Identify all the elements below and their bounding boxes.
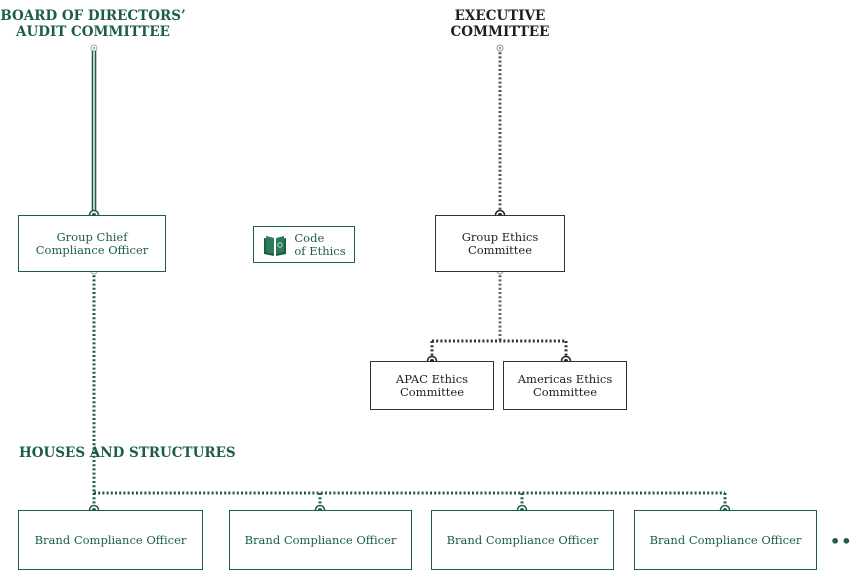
exec-heading-line2: COMMITTEE xyxy=(450,24,550,40)
americas-ethics-committee-box: Americas Ethics Committee xyxy=(503,361,627,410)
board-heading-line1: BOARD OF DIRECTORS’ xyxy=(0,8,186,24)
board-heading-line2: AUDIT COMMITTEE xyxy=(16,24,170,40)
brand-compliance-officer-box: Brand Compliance Officer xyxy=(229,510,412,570)
connector-node xyxy=(498,46,502,50)
houses-heading-text: HOUSES AND STRUCTURES xyxy=(19,445,236,461)
americas-line2: Committee xyxy=(532,384,598,399)
exec-heading-line1: EXECUTIVE xyxy=(454,8,546,24)
brand-compliance-officer-box: Brand Compliance Officer xyxy=(634,510,817,570)
group-ethics-committee-box: Group Ethics Committee xyxy=(435,215,565,272)
brand-officer-label: Brand Compliance Officer xyxy=(34,532,187,547)
more-items-indicator: ••• xyxy=(830,532,850,551)
brand-compliance-officer-box: Brand Compliance Officer xyxy=(431,510,614,570)
code-of-ethics-box: Code of Ethics xyxy=(253,226,355,263)
apac-ethics-committee-box: APAC Ethics Committee xyxy=(370,361,494,410)
code-line1: Code xyxy=(294,230,325,245)
apac-line2: Committee xyxy=(399,384,465,399)
brand-officer-label: Brand Compliance Officer xyxy=(244,532,397,547)
group-chief-compliance-officer-box: Group Chief Compliance Officer xyxy=(18,215,166,272)
code-line2: of Ethics xyxy=(294,243,346,258)
executive-committee-heading: EXECUTIVE COMMITTEE xyxy=(440,8,560,40)
brand-compliance-officer-box: Brand Compliance Officer xyxy=(18,510,203,570)
gcco-line1: Group Chief xyxy=(56,229,128,244)
gec-line1: Group Ethics xyxy=(461,229,539,244)
gcco-line2: Compliance Officer xyxy=(35,242,149,257)
americas-line1: Americas Ethics xyxy=(517,371,613,386)
board-audit-committee-heading: BOARD OF DIRECTORS’ AUDIT COMMITTEE xyxy=(0,8,186,40)
apac-line1: APAC Ethics xyxy=(395,371,469,386)
connector-node xyxy=(92,46,96,50)
brand-officer-label: Brand Compliance Officer xyxy=(446,532,599,547)
brand-officer-label: Brand Compliance Officer xyxy=(649,532,802,547)
gec-line2: Committee xyxy=(467,242,533,257)
houses-and-structures-heading: HOUSES AND STRUCTURES xyxy=(19,445,236,461)
book-icon xyxy=(264,235,287,256)
